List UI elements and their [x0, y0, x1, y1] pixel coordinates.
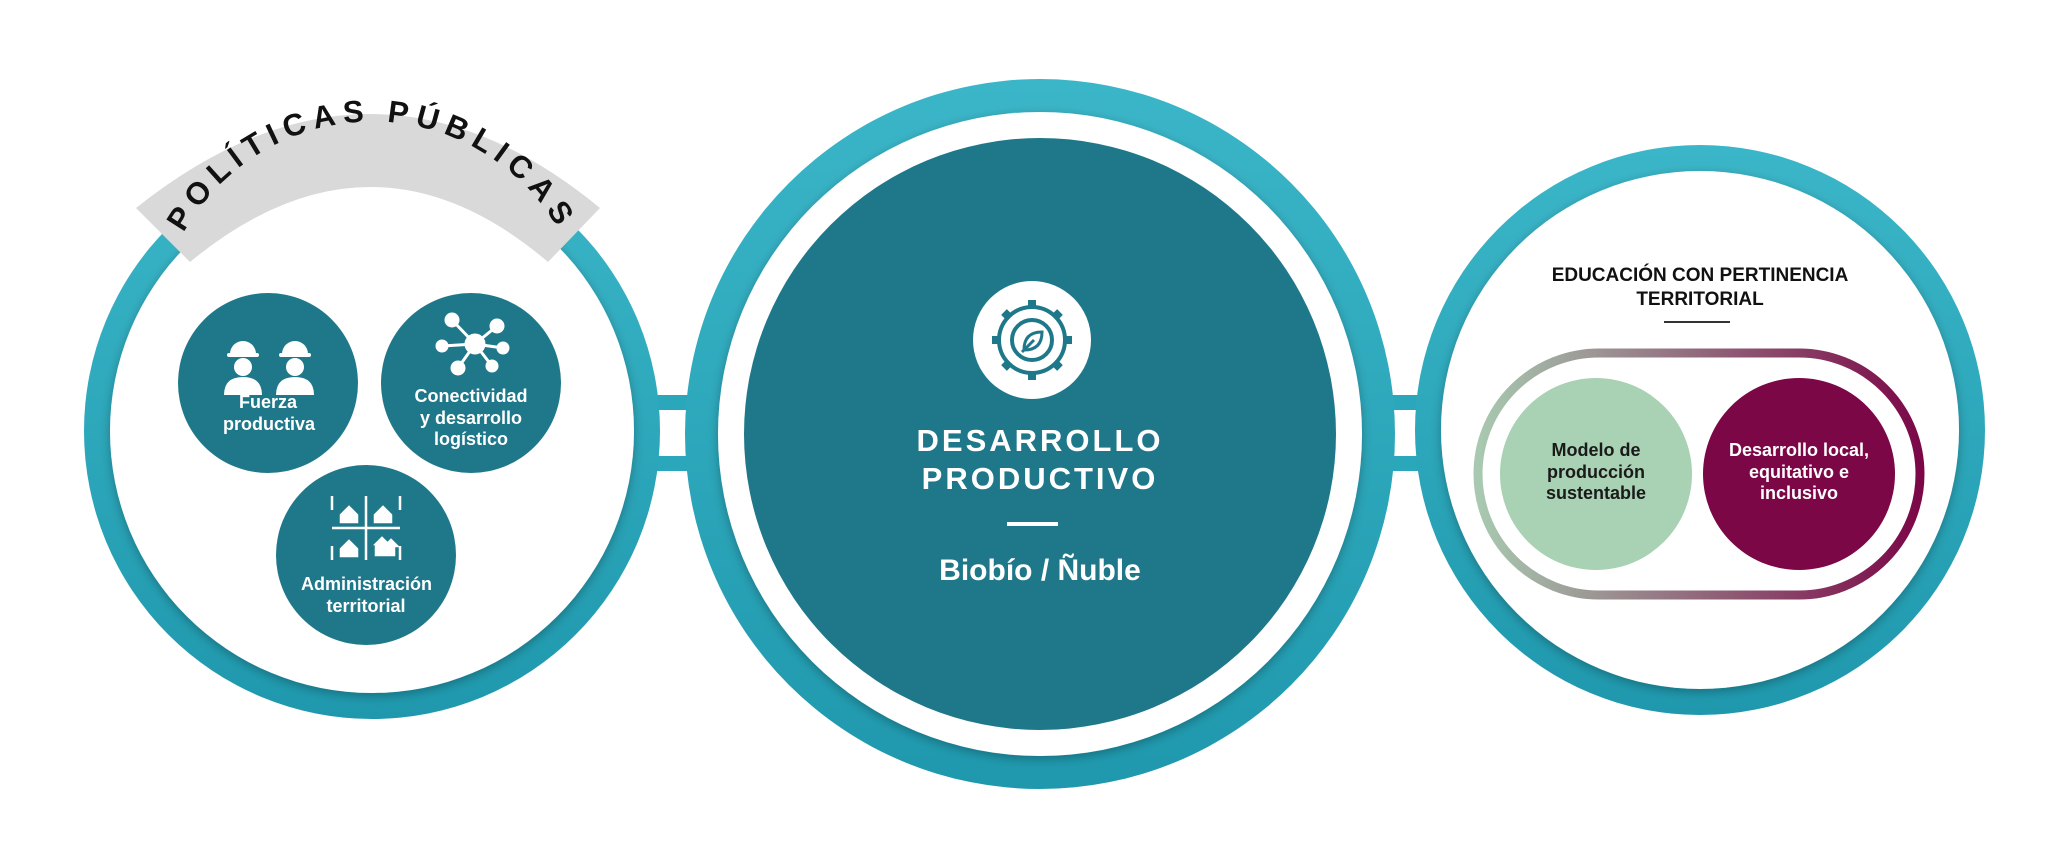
- politicas-banner: [136, 114, 600, 262]
- center-title-line2: PRODUCTIVO: [921, 461, 1159, 496]
- right-title-line1: EDUCACIÓN CON PERTINENCIA: [1551, 265, 1849, 286]
- network-icon: [435, 312, 510, 376]
- right-circle: [1415, 145, 1985, 715]
- center-circle: [685, 79, 1395, 789]
- conectividad-circle: [381, 293, 561, 473]
- center-title: DESARROLLO PRODUCTIVO: [840, 422, 1240, 498]
- center-subtitle: Biobío / Ñuble: [939, 554, 1141, 587]
- conectividad-label: Conectividad y desarrollo logístico: [414, 386, 528, 450]
- right-title: EDUCACIÓN CON PERTINENCIA TERRITORIAL: [1520, 264, 1880, 312]
- administracion-label: Administración territorial: [301, 574, 433, 616]
- desarrollo-local-circle: [1703, 378, 1895, 570]
- right-title-line2: TERRITORIAL: [1636, 289, 1764, 310]
- right-pill-border: [1473, 348, 1925, 600]
- gear-leaf-icon: [973, 281, 1091, 399]
- modelo-produccion-label: Modelo de producción sustentable: [1545, 440, 1647, 504]
- houses-icon: [330, 496, 402, 560]
- fuerza-productiva-label: Fuerza productiva: [223, 392, 316, 434]
- center-title-line1: DESARROLLO: [916, 423, 1164, 458]
- fuerza-productiva-circle: [178, 293, 358, 473]
- workers-icon: [224, 341, 314, 395]
- desarrollo-local-label: Desarrollo local, equitativo e inclusivo: [1728, 440, 1870, 504]
- modelo-produccion-circle: [1500, 378, 1692, 570]
